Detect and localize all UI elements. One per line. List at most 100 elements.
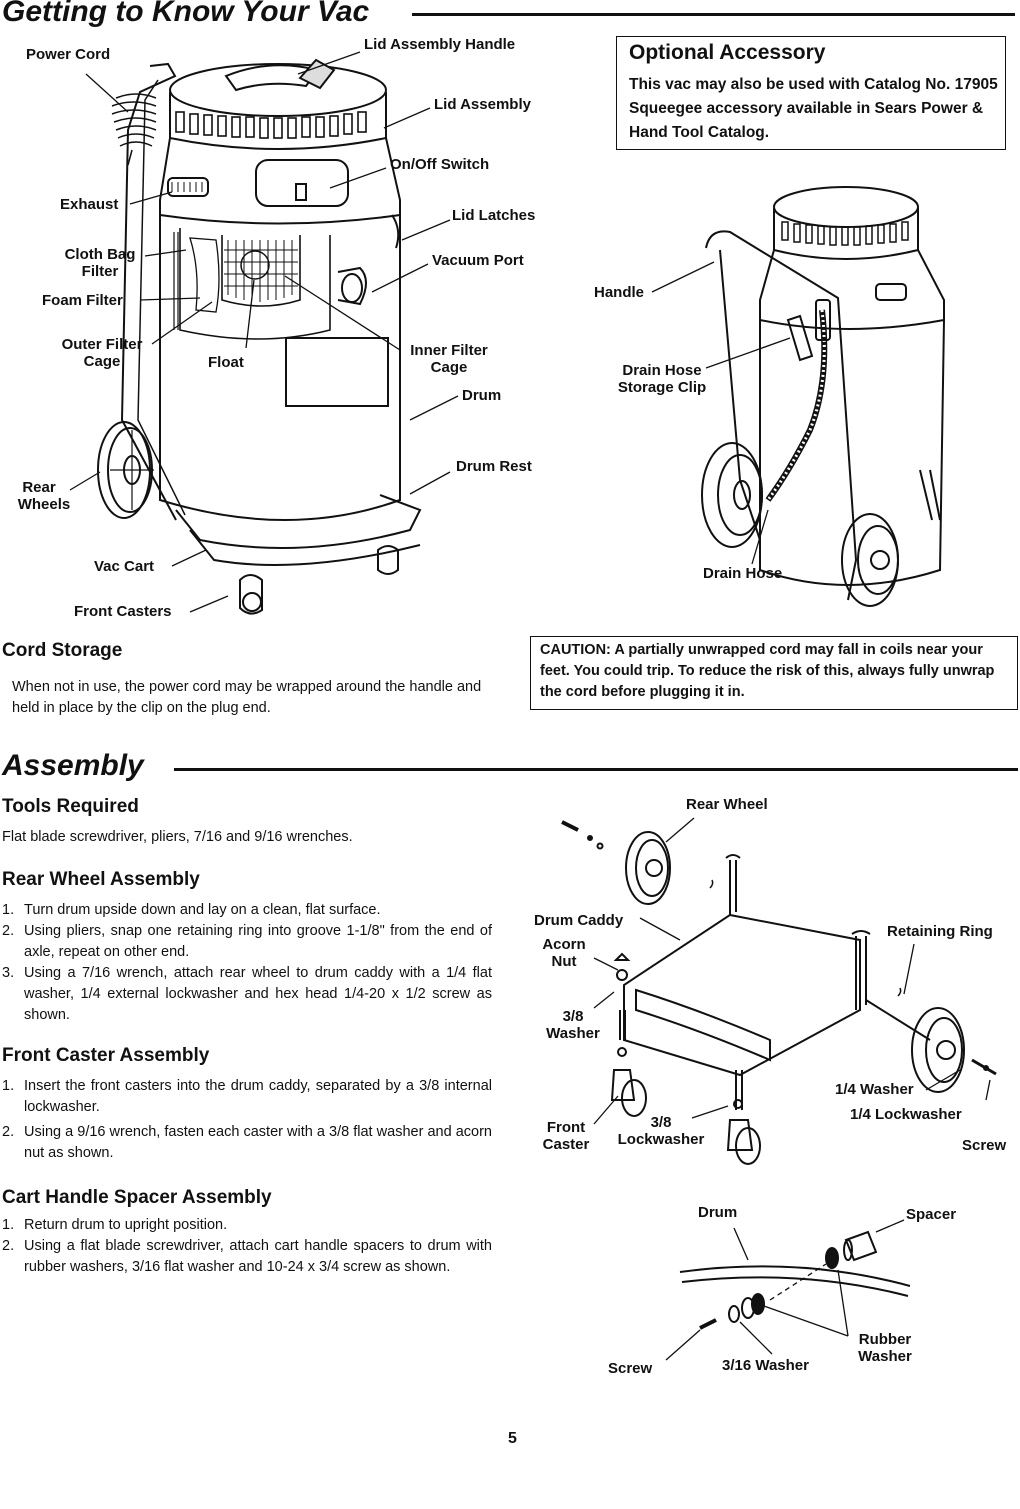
label-3-8-washer-line1: 3/8 [562,1008,584,1025]
label-exhaust: Exhaust [60,196,119,213]
label-drain-hose-clip-line1: Drain Hose [622,362,702,379]
section-title-getting-to-know: Getting to Know Your Vac [2,0,370,28]
label-outer-filter-line2: Cage [83,353,121,370]
label-drum-caddy: Drum Caddy [534,912,624,929]
label-1-4-lockwasher: 1/4 Lockwasher [850,1106,962,1123]
step-number: 2. [2,923,15,939]
label-cloth-bag-line1: Cloth Bag [64,246,136,263]
label-inner-filter-line1: Inner Filter [410,342,488,359]
label-cloth-bag-line2: Filter [81,263,119,280]
label-drum: Drum [462,387,502,404]
label-spacer-screw: Screw [608,1360,653,1377]
label-inner-filter-line2: Cage [430,359,468,376]
step-number: 1. [2,1217,15,1233]
label-rubber-washer-line1: Rubber [858,1331,912,1348]
label-vacuum-port: Vacuum Port [432,252,524,269]
rear-wheel-step: 2. Using pliers, snap one retaining ring … [2,921,492,963]
label-retaining-ring: Retaining Ring [887,923,993,940]
tools-required-title: Tools Required [2,796,139,817]
label-float: Float [208,354,244,371]
label-1-4-washer: 1/4 Washer [835,1081,914,1098]
step-text: Using a flat blade screwdriver, attach c… [24,1238,492,1275]
label-3-8-lockwasher: 3/8 Lockwasher [606,1114,716,1148]
step-text: Turn drum upside down and lay on a clean… [24,902,381,918]
label-on-off-switch: On/Off Switch [390,156,490,173]
section-rule [412,13,1015,16]
rear-wheel-step: 1. Turn drum upside down and lay on a cle… [2,900,492,921]
label-lid-latches: Lid Latches [452,207,536,224]
label-spacer: Spacer [906,1206,957,1223]
label-rear-wheel: Rear Wheel [686,796,768,813]
tools-required-body: Flat blade screwdriver, pliers, 7/16 and… [2,829,353,845]
rear-wheel-steps: 1. Turn drum upside down and lay on a cle… [2,900,492,1026]
label-3-8-washer-line2: Washer [546,1025,600,1042]
label-outer-filter-cage: Outer Filter Cage [52,336,152,370]
label-3-8-lockwasher-line2: Lockwasher [617,1131,705,1148]
front-caster-steps: 1. Insert the front casters into the drum… [2,1076,492,1164]
optional-accessory-title: Optional Accessory [629,41,826,64]
label-spacer-drum: Drum [698,1204,738,1221]
front-caster-step: 1. Insert the front casters into the drum… [2,1076,492,1118]
label-acorn-nut: Acorn Nut [534,936,594,970]
label-rear-wheels-line2: Wheels [17,496,71,513]
label-3-16-washer: 3/16 Washer [722,1357,809,1374]
label-front-caster-line2: Caster [542,1136,590,1153]
step-number: 2. [2,1124,15,1140]
rear-wheel-assembly-title: Rear Wheel Assembly [2,869,200,890]
label-power-cord: Power Cord [26,46,111,63]
label-drum-rest: Drum Rest [456,458,532,475]
step-text: Return drum to upright position. [24,1217,228,1233]
label-drain-hose: Drain Hose [703,565,783,582]
label-rear-wheels-line1: Rear [22,479,56,496]
label-front-caster: Front Caster [532,1119,600,1153]
label-drain-hose-clip-line2: Storage Clip [617,379,707,396]
step-number: 3. [2,965,15,981]
cord-storage-title: Cord Storage [2,640,123,661]
cord-storage-body: When not in use, the power cord may be w… [12,679,482,716]
cart-handle-spacer-title: Cart Handle Spacer Assembly [2,1187,272,1208]
label-vac-cart: Vac Cart [94,558,155,575]
label-acorn-nut-line2: Nut [551,953,577,970]
step-text: Using a 9/16 wrench, fasten each caster … [24,1124,492,1161]
label-drain-hose-storage-clip: Drain Hose Storage Clip [604,362,720,396]
label-screw: Screw [962,1137,1007,1154]
cart-handle-step: 1. Return drum to upright position. [2,1215,492,1236]
label-accessory-handle: Handle [594,284,645,301]
label-lid-assembly-handle: Lid Assembly Handle [364,36,516,53]
step-text: Using pliers, snap one retaining ring in… [24,923,492,960]
label-rubber-washer: Rubber Washer [848,1331,922,1365]
label-rear-wheels: Rear Wheels [8,479,80,513]
rear-wheel-step: 3. Using a 7/16 wrench, attach rear wheel… [2,963,492,1026]
page-number: 5 [508,1430,517,1447]
label-rubber-washer-line2: Washer [858,1348,912,1365]
label-outer-filter-line1: Outer Filter [61,336,143,353]
section-rule-assembly [174,768,1018,771]
label-lid-assembly: Lid Assembly [434,96,531,113]
caution-box: CAUTION: A partially unwrapped cord may … [530,636,1018,710]
front-caster-step: 2. Using a 9/16 wrench, fasten each caste… [2,1122,492,1164]
step-text: Insert the front casters into the drum c… [24,1078,492,1115]
label-foam-filter: Foam Filter [42,292,123,309]
cart-handle-steps: 1. Return drum to upright position. 2. Usi… [2,1215,492,1278]
front-caster-assembly-title: Front Caster Assembly [2,1045,210,1066]
label-inner-filter-cage: Inner Filter Cage [400,342,498,376]
optional-accessory-box: Optional Accessory This vac may also be … [616,36,1006,150]
label-acorn-nut-line1: Acorn [542,936,586,953]
label-cloth-bag-filter: Cloth Bag Filter [56,246,144,280]
step-number: 2. [2,1238,15,1254]
label-3-8-washer: 3/8 Washer [538,1008,608,1042]
step-number: 1. [2,1078,15,1094]
label-front-caster-line1: Front [546,1119,586,1136]
step-number: 1. [2,902,15,918]
caution-text: CAUTION: A partially unwrapped cord may … [540,642,995,700]
section-title-assembly: Assembly [2,749,144,782]
optional-accessory-body: This vac may also be used with Catalog N… [629,76,998,141]
step-text: Using a 7/16 wrench, attach rear wheel t… [24,965,492,1023]
label-3-8-lockwasher-line1: 3/8 [650,1114,672,1131]
label-front-casters: Front Casters [74,603,172,620]
